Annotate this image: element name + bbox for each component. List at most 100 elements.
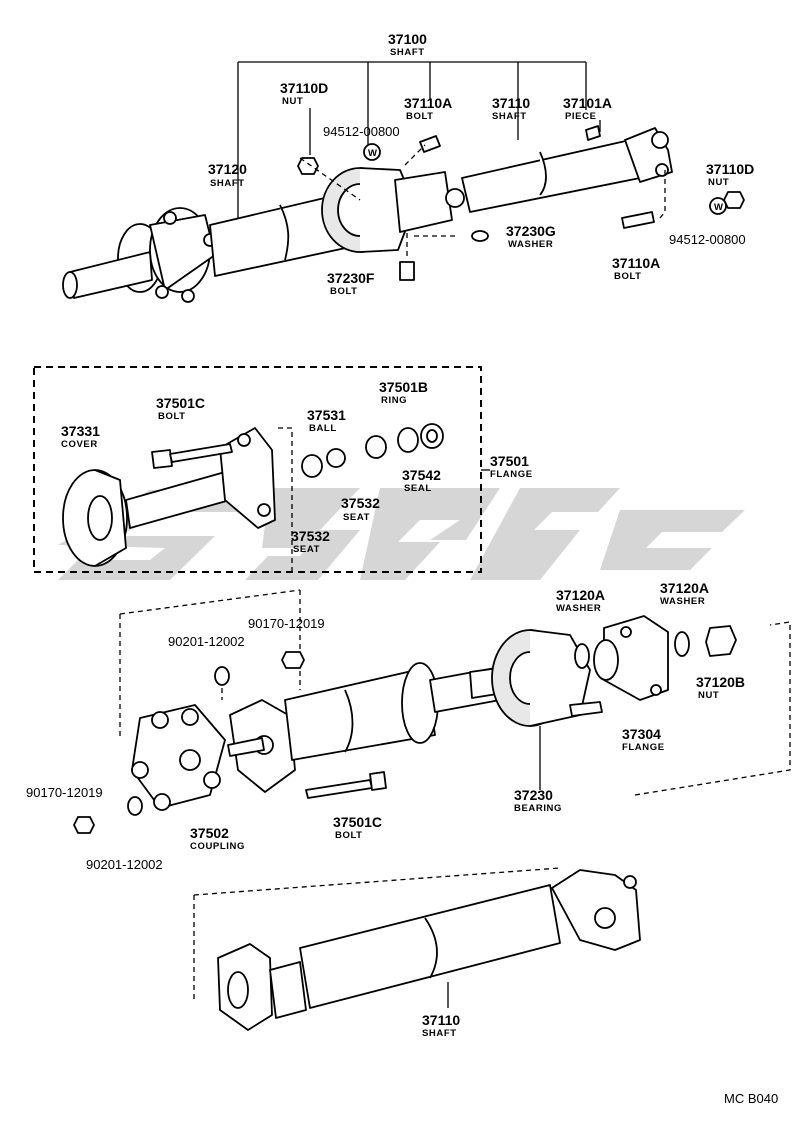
svg-text:37120B: 37120B bbox=[696, 674, 745, 690]
svg-text:37110D: 37110D bbox=[280, 80, 328, 96]
svg-text:90201-12002: 90201-12002 bbox=[86, 857, 163, 872]
washer-icon bbox=[674, 631, 690, 657]
bottom-front-yoke-icon bbox=[217, 943, 307, 1031]
rear-yoke-icon bbox=[624, 127, 673, 183]
svg-text:BEARING: BEARING bbox=[514, 803, 562, 814]
svg-text:90201-12002: 90201-12002 bbox=[168, 634, 245, 649]
svg-text:90170-12019: 90170-12019 bbox=[248, 616, 325, 631]
svg-text:37120: 37120 bbox=[208, 161, 247, 177]
washer-w-icon bbox=[363, 143, 381, 161]
middle-labels: 90170-12019 90201-12002 37120A WASHER 37… bbox=[26, 580, 745, 872]
svg-text:37532: 37532 bbox=[291, 528, 330, 544]
svg-text:BOLT: BOLT bbox=[406, 111, 434, 122]
svg-text:BOLT: BOLT bbox=[614, 271, 642, 282]
bolt-icon bbox=[621, 211, 655, 229]
svg-text:94512-00800: 94512-00800 bbox=[323, 124, 400, 139]
svg-text:37120A: 37120A bbox=[556, 587, 605, 603]
svg-text:90170-12019: 90170-12019 bbox=[26, 785, 103, 800]
washer-w-icon bbox=[709, 197, 727, 215]
svg-text:37101A: 37101A bbox=[563, 95, 612, 111]
svg-text:37501C: 37501C bbox=[156, 395, 205, 411]
washer-icon bbox=[127, 796, 143, 816]
svg-text:SEAL: SEAL bbox=[404, 483, 432, 494]
svg-text:37542: 37542 bbox=[402, 467, 441, 483]
flange-shaft-icon bbox=[125, 427, 276, 529]
svg-text:37110: 37110 bbox=[422, 1012, 460, 1028]
svg-text:37501: 37501 bbox=[490, 453, 529, 469]
flange-kit-group bbox=[33, 366, 490, 573]
nut-icon bbox=[73, 816, 95, 834]
washer-icon bbox=[574, 643, 590, 669]
svg-text:PIECE: PIECE bbox=[565, 111, 597, 122]
washer-icon bbox=[214, 666, 230, 686]
bolt-icon bbox=[399, 261, 415, 281]
svg-text:NUT: NUT bbox=[282, 96, 303, 107]
cover-icon bbox=[62, 469, 128, 567]
flange-kit-labels: 37331 COVER 37501C BOLT 37531 BALL 37501… bbox=[61, 379, 533, 555]
svg-text:SHAFT: SHAFT bbox=[390, 47, 425, 58]
svg-text:BALL: BALL bbox=[309, 423, 337, 434]
svg-text:WASHER: WASHER bbox=[660, 596, 705, 607]
svg-text:NUT: NUT bbox=[698, 690, 719, 701]
svg-text:W: W bbox=[714, 202, 724, 213]
svg-text:37120A: 37120A bbox=[660, 580, 709, 596]
bolt-icon bbox=[151, 449, 173, 469]
svg-text:37110A: 37110A bbox=[404, 95, 452, 111]
svg-text:37331: 37331 bbox=[61, 423, 100, 439]
svg-text:37230G: 37230G bbox=[506, 223, 556, 239]
diagram-code: MC B040 bbox=[724, 1091, 778, 1106]
bottom-rear-yoke-icon bbox=[551, 869, 641, 951]
svg-text:BOLT: BOLT bbox=[158, 411, 186, 422]
svg-text:37502: 37502 bbox=[190, 825, 229, 841]
bolt-icon bbox=[419, 135, 441, 153]
svg-text:SEAT: SEAT bbox=[293, 544, 320, 555]
svg-text:WASHER: WASHER bbox=[508, 239, 553, 250]
ring-icon bbox=[397, 427, 419, 453]
bolt-icon bbox=[305, 779, 373, 799]
svg-text:37110D: 37110D bbox=[706, 161, 754, 177]
nut-icon bbox=[723, 191, 745, 209]
nut-icon bbox=[281, 651, 305, 669]
svg-text:37230F: 37230F bbox=[327, 270, 375, 286]
bearing-icon bbox=[491, 629, 603, 727]
svg-text:BOLT: BOLT bbox=[335, 830, 363, 841]
seat-icon bbox=[365, 435, 387, 459]
bottom-shaft-group bbox=[193, 867, 641, 1031]
svg-text:94512-00800: 94512-00800 bbox=[669, 232, 746, 247]
nut-icon bbox=[705, 625, 737, 657]
rear-flange-icon bbox=[593, 615, 669, 701]
top-labels: 37100 SHAFT 37110D NUT 37110A BOLT 37110… bbox=[208, 31, 754, 297]
seat-icon bbox=[301, 454, 323, 478]
svg-text:SHAFT: SHAFT bbox=[422, 1028, 457, 1039]
svg-text:FLANGE: FLANGE bbox=[622, 742, 665, 753]
middle-assembly-group bbox=[73, 589, 791, 834]
svg-text:BOLT: BOLT bbox=[330, 286, 358, 297]
bottom-labels: 37110 SHAFT MC B040 bbox=[422, 1012, 778, 1106]
front-joint-icon bbox=[117, 207, 217, 303]
svg-text:37531: 37531 bbox=[307, 407, 346, 423]
svg-text:SHAFT: SHAFT bbox=[210, 178, 245, 189]
coupling-icon bbox=[131, 704, 226, 811]
svg-text:37501B: 37501B bbox=[379, 379, 428, 395]
svg-text:SHAFT: SHAFT bbox=[492, 111, 527, 122]
ball-icon bbox=[326, 448, 346, 468]
svg-text:W: W bbox=[368, 148, 378, 159]
svg-text:FLANGE: FLANGE bbox=[490, 469, 533, 480]
svg-text:SEAT: SEAT bbox=[343, 512, 370, 523]
nut-icon bbox=[297, 157, 319, 175]
washer-icon bbox=[471, 230, 489, 242]
label-37100: 37100 bbox=[388, 31, 427, 47]
svg-text:COUPLING: COUPLING bbox=[190, 841, 245, 852]
svg-text:NUT: NUT bbox=[708, 177, 729, 188]
svg-text:RING: RING bbox=[381, 395, 407, 406]
svg-text:37110A: 37110A bbox=[612, 255, 660, 271]
svg-text:37110: 37110 bbox=[492, 95, 530, 111]
svg-text:37501C: 37501C bbox=[333, 814, 382, 830]
top-assembly-group: W W bbox=[62, 61, 745, 303]
svg-text:37532: 37532 bbox=[341, 495, 380, 511]
svg-text:WASHER: WASHER bbox=[556, 603, 601, 614]
svg-text:37230: 37230 bbox=[514, 787, 553, 803]
svg-text:COVER: COVER bbox=[61, 439, 98, 450]
